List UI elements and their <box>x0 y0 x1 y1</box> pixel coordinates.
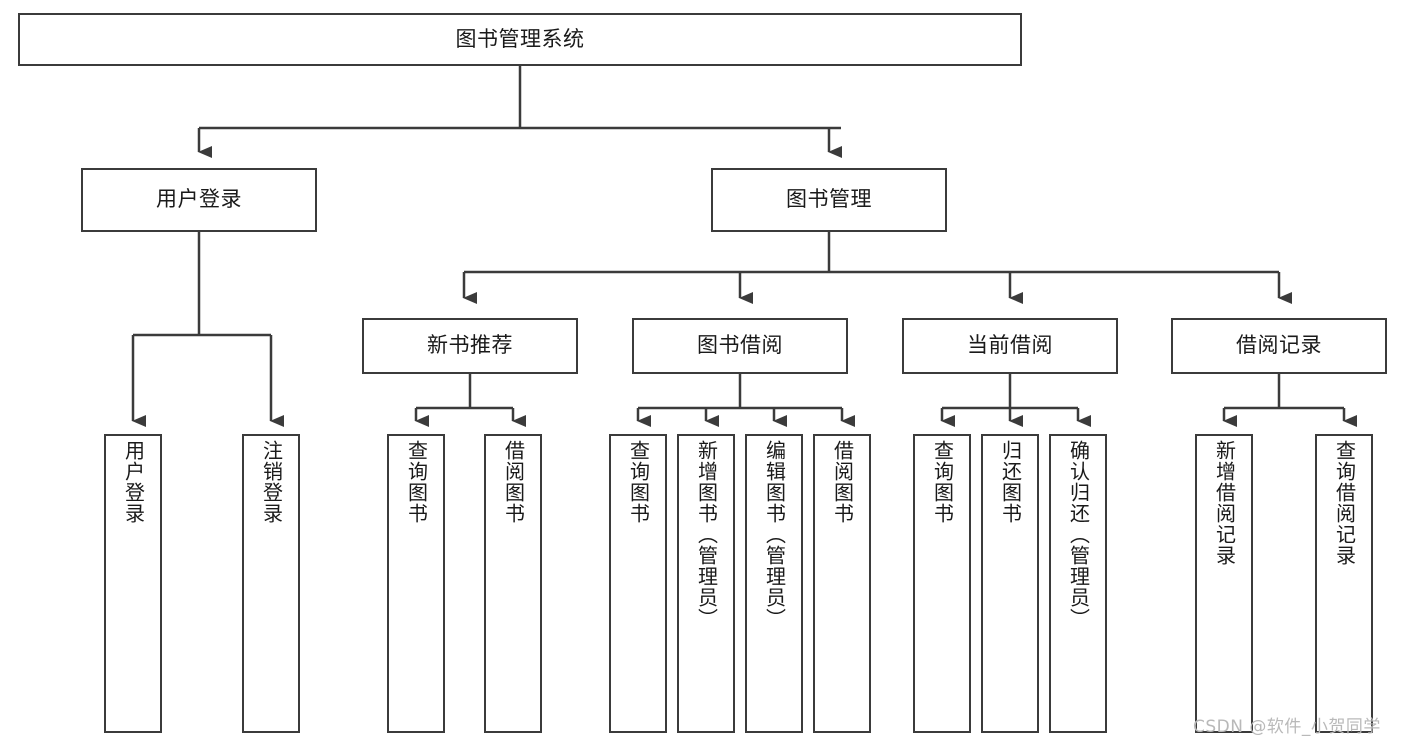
leaf-query-book-borrow[interactable]: 查询图书 <box>609 434 667 733</box>
watermark: CSDN @软件_小贺同学 <box>1193 717 1381 737</box>
leaf-borrow-book-label: 借阅图书 <box>830 440 855 524</box>
leaf-return-book[interactable]: 归还图书 <box>981 434 1039 733</box>
leaf-borrow-book[interactable]: 借阅图书 <box>813 434 871 733</box>
leaf-logout[interactable]: 注销登录 <box>242 434 300 733</box>
leaf-return-book-label: 归还图书 <box>998 440 1023 524</box>
leaf-edit-book-admin[interactable]: 编辑图书（管理员） <box>745 434 803 733</box>
node-new-book-recommend[interactable]: 新书推荐 <box>362 318 578 374</box>
leaf-confirm-return-admin-label: 确认归还（管理员） <box>1066 440 1091 629</box>
node-book-management[interactable]: 图书管理 <box>711 168 947 232</box>
node-book-borrow[interactable]: 图书借阅 <box>632 318 848 374</box>
node-root-label: 图书管理系统 <box>455 26 585 51</box>
leaf-user-login[interactable]: 用户登录 <box>104 434 162 733</box>
node-borrow-record[interactable]: 借阅记录 <box>1171 318 1387 374</box>
leaf-confirm-return-admin[interactable]: 确认归还（管理员） <box>1049 434 1107 733</box>
node-user-login[interactable]: 用户登录 <box>81 168 317 232</box>
node-book-management-label: 图书管理 <box>786 187 872 212</box>
leaf-user-login-label: 用户登录 <box>121 440 146 524</box>
node-root[interactable]: 图书管理系统 <box>18 13 1022 66</box>
node-current-borrow-label: 当前借阅 <box>967 333 1053 358</box>
leaf-query-borrow-record-label: 查询借阅记录 <box>1332 440 1357 566</box>
node-borrow-record-label: 借阅记录 <box>1236 333 1322 358</box>
node-new-book-recommend-label: 新书推荐 <box>427 333 513 358</box>
leaf-edit-book-admin-label: 编辑图书（管理员） <box>762 440 787 629</box>
node-current-borrow[interactable]: 当前借阅 <box>902 318 1118 374</box>
leaf-query-book-recommend-label: 查询图书 <box>404 440 429 524</box>
leaf-logout-label: 注销登录 <box>259 440 284 524</box>
leaf-add-borrow-record-label: 新增借阅记录 <box>1212 440 1237 566</box>
node-book-borrow-label: 图书借阅 <box>697 333 783 358</box>
leaf-add-book-admin[interactable]: 新增图书（管理员） <box>677 434 735 733</box>
leaf-query-book-recommend[interactable]: 查询图书 <box>387 434 445 733</box>
leaf-query-book-current[interactable]: 查询图书 <box>913 434 971 733</box>
leaf-borrow-book-recommend-label: 借阅图书 <box>501 440 526 524</box>
leaf-query-book-borrow-label: 查询图书 <box>626 440 651 524</box>
leaf-borrow-book-recommend[interactable]: 借阅图书 <box>484 434 542 733</box>
node-user-login-label: 用户登录 <box>156 187 242 212</box>
leaf-add-borrow-record[interactable]: 新增借阅记录 <box>1195 434 1253 733</box>
leaf-query-borrow-record[interactable]: 查询借阅记录 <box>1315 434 1373 733</box>
leaf-add-book-admin-label: 新增图书（管理员） <box>694 440 719 629</box>
leaf-query-book-current-label: 查询图书 <box>930 440 955 524</box>
